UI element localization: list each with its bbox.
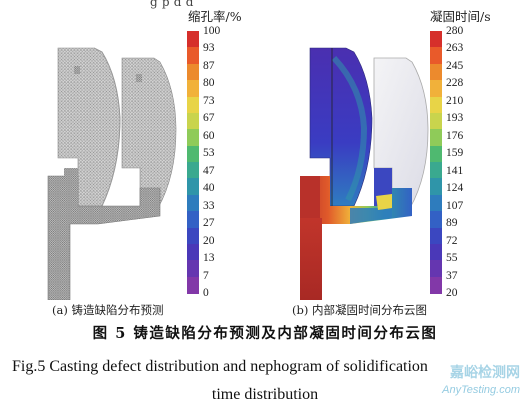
colorbar-b-ticks: 280 263 245 228 210 193 176 159 141 124 107 89 72 55 3…: [446, 25, 476, 299]
colorbar-b-segment: [430, 80, 442, 97]
colorbar-a-tick-label: 53: [203, 147, 215, 160]
colorbar-a-tick-label: 80: [203, 77, 215, 90]
colorbar-b-tick-label: 107: [446, 199, 464, 212]
casting-cloud-icon: [300, 47, 429, 300]
colorbar-b-segment: [430, 145, 442, 163]
subcaption-b: (b) 内部凝固时间分布云图: [292, 303, 427, 317]
colorbar-b-tick-label: 159: [446, 147, 464, 160]
colorbar-a-segment: [187, 31, 199, 48]
colorbar-a-tick-label: 100: [203, 25, 221, 37]
colorbar-b-tick-label: 20: [446, 287, 458, 299]
colorbar-a-tick-label: 27: [203, 217, 215, 230]
colorbar-a-tick-label: 7: [203, 269, 209, 282]
colorbar-b-tick-label: 228: [446, 77, 464, 90]
colorbar-b-tick-label: 141: [446, 164, 464, 177]
colorbar-b-segment: [430, 63, 442, 81]
colorbar-a-segment: [187, 47, 199, 65]
colorbar-b-tick-label: 263: [446, 42, 464, 55]
colorbar-b-segment: [430, 243, 442, 261]
watermark-text: 嘉峪检测网: [450, 365, 520, 381]
colorbar-b-segment: [430, 211, 442, 228]
colorbar-b-segment: [430, 162, 442, 179]
colorbar-a-tick-label: 87: [203, 59, 215, 72]
colorbar-a-title: 缩孔率/%: [188, 9, 242, 24]
colorbar-a-segment: [187, 276, 199, 294]
colorbar-a-segment: [187, 112, 199, 130]
colorbar-b-tick-label: 37: [446, 269, 458, 282]
colorbar-b-tick-label: 193: [446, 112, 464, 125]
colorbar-b-tick-label: 176: [446, 129, 464, 142]
colorbar-b-tick-label: 72: [446, 234, 458, 247]
colorbar-a-segment: [187, 178, 199, 196]
colorbar-b-title: 凝固时间/s: [430, 9, 491, 24]
colorbar-b-tick-label: 280: [446, 25, 464, 37]
colorbar-b-segment: [430, 276, 442, 294]
colorbar-a-segment: [187, 194, 199, 212]
colorbar-a-segment: [187, 227, 199, 245]
colorbar-b-segment: [430, 96, 442, 114]
figure-caption-cn: 图 5 铸造缺陷分布预测及内部凝固时间分布云图: [92, 325, 438, 342]
colorbar-b-segment: [430, 112, 442, 130]
colorbar-a-segment: [187, 96, 199, 114]
colorbar-a-segment: [187, 211, 199, 228]
watermark-url: AnyTesting.com: [442, 384, 520, 396]
figure-caption-en-line1: Fig.5 Casting defect distribution and ne…: [12, 358, 428, 375]
colorbar-a-tick-label: 47: [203, 164, 215, 177]
colorbar-a-segment: [187, 162, 199, 179]
colorbar-a-tick-label: 40: [203, 182, 215, 195]
colorbar-a-ticks: 100 93 87 80 73 67 60 53 47 40 33 27 20 13 7 0: [203, 25, 233, 299]
colorbar-a-tick-label: 73: [203, 94, 215, 107]
colorbar-a-tick-label: 0: [203, 287, 209, 299]
casting-mesh-icon: [47, 47, 177, 300]
subcaption-a: (a) 铸造缺陷分布预测: [52, 303, 164, 317]
colorbar-a-tick-label: 33: [203, 199, 215, 212]
colorbar-a-segment: [187, 260, 199, 278]
colorbar-a-segment: [187, 243, 199, 261]
colorbar-b-tick-label: 89: [446, 217, 458, 230]
colorbar-b: [430, 31, 442, 294]
colorbar-b-segment: [430, 129, 442, 147]
clipped-header-text: g p d d: [150, 0, 194, 9]
colorbar-b-tick-label: 124: [446, 182, 464, 195]
colorbar-a-segment: [187, 63, 199, 81]
colorbar-b-segment: [430, 194, 442, 212]
colorbar-b-segment: [430, 47, 442, 65]
colorbar-b-tick-label: 210: [446, 94, 464, 107]
colorbar-a-segment: [187, 129, 199, 147]
colorbar-a-tick-label: 20: [203, 234, 215, 247]
colorbar-b-tick-label: 245: [446, 59, 464, 72]
colorbar-a-segment: [187, 80, 199, 97]
colorbar-b-segment: [430, 31, 442, 48]
colorbar-a-tick-label: 93: [203, 42, 215, 55]
colorbar-a-segment: [187, 145, 199, 163]
figure-caption-en-line2: time distribution: [211, 386, 319, 403]
colorbar-a-tick-label: 67: [203, 112, 215, 125]
colorbar-b-tick-label: 55: [446, 252, 458, 265]
colorbar-a-tick-label: 13: [203, 252, 215, 265]
colorbar-a-tick-label: 60: [203, 129, 215, 142]
colorbar-a: [187, 31, 199, 294]
colorbar-b-segment: [430, 260, 442, 278]
colorbar-b-segment: [430, 178, 442, 196]
colorbar-b-segment: [430, 227, 442, 245]
